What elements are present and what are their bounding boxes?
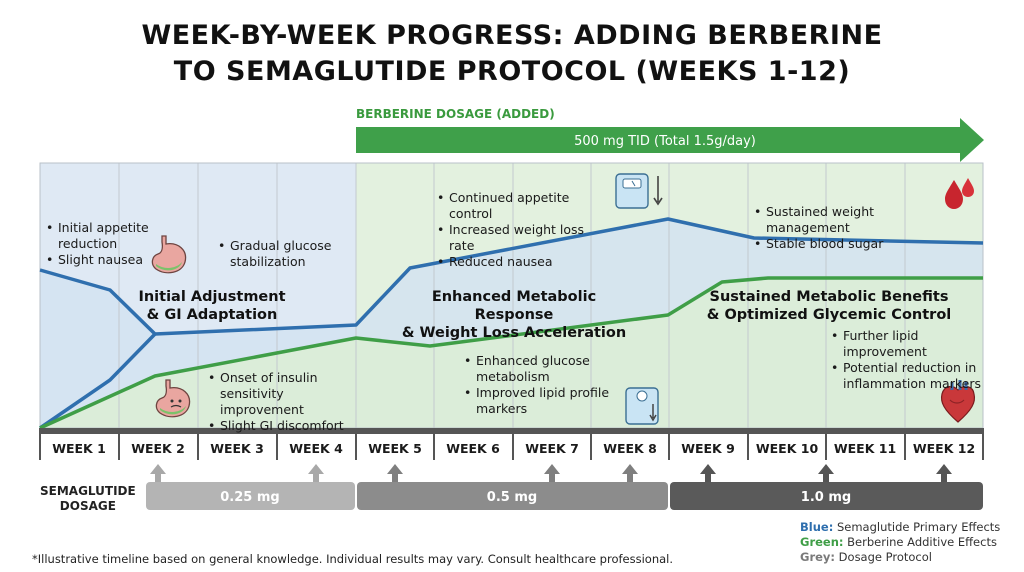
scale-icon xyxy=(615,173,663,209)
note-item: Gradual glucose stabilization xyxy=(218,238,356,270)
note-week11: Further lipid improvement Potential redu… xyxy=(829,328,984,392)
note-item: Increased weight loss rate xyxy=(437,222,611,254)
semaglutide-label-line-2: DOSAGE xyxy=(59,499,116,513)
week-label-7: WEEK 7 xyxy=(525,441,579,456)
semaglutide-onset-line xyxy=(39,332,157,430)
week-label-10: WEEK 10 xyxy=(756,441,819,456)
note-week10: Sustained weight management Stable blood… xyxy=(752,204,952,252)
dose-text-0-25: 0.25 mg xyxy=(220,490,279,505)
week-label-3: WEEK 3 xyxy=(210,441,264,456)
phase-title-2: Enhanced Metabolic Response & Weight Los… xyxy=(392,288,636,342)
note-item: Reduced nausea xyxy=(437,254,611,270)
berberine-dose-text: 500 mg TID (Total 1.5g/day) xyxy=(574,134,756,149)
dose-bar-0-5 xyxy=(357,482,668,510)
legend-green-text: Berberine Additive Effects xyxy=(847,535,997,549)
note-item: Slight nausea xyxy=(46,252,152,268)
week-label-4: WEEK 4 xyxy=(289,441,343,456)
phase-title-2-line-1: Enhanced Metabolic Response xyxy=(431,289,597,323)
semaglutide-effect-line xyxy=(39,217,984,336)
dose-text-1-0: 1.0 mg xyxy=(801,490,851,505)
title-line-1: WEEK-BY-WEEK PROGRESS: ADDING BERBERINE xyxy=(141,20,883,51)
week-label-2: WEEK 2 xyxy=(131,441,185,456)
week-label-8: WEEK 8 xyxy=(603,441,657,456)
legend-grey: Grey: Dosage Protocol xyxy=(800,550,1000,565)
axis-ticks xyxy=(39,428,984,460)
legend-blue: Blue: Semaglutide Primary Effects xyxy=(800,520,1000,535)
note-item: Enhanced glucose metabolism xyxy=(464,353,658,385)
stomach-face-icon xyxy=(155,379,191,418)
blood-drop-icon xyxy=(945,178,974,209)
phase-title-2-line-2: & Weight Loss Acceleration xyxy=(401,325,627,341)
note-item: Further lipid improvement xyxy=(831,328,984,360)
dose-bar-0-25 xyxy=(146,482,355,510)
note-week3-lower: Onset of insulin sensitivity improvement… xyxy=(206,370,356,434)
title-line-2: TO SEMAGLUTIDE PROTOCOL (WEEKS 1-12) xyxy=(173,56,851,87)
legend: Blue: Semaglutide Primary Effects Green:… xyxy=(800,520,1000,565)
berberine-label: BERBERINE DOSAGE (ADDED) xyxy=(356,107,555,121)
note-week7: Enhanced glucose metabolism Improved lip… xyxy=(462,353,658,417)
footnote: *Illustrative timeline based on general … xyxy=(32,552,674,566)
legend-grey-text: Dosage Protocol xyxy=(838,550,932,564)
note-item: Potential reduction in inflammation mark… xyxy=(831,360,984,392)
phase-title-1-line-1: Initial Adjustment xyxy=(138,289,286,305)
dose-text-0-5: 0.5 mg xyxy=(487,490,537,505)
axis-bar xyxy=(40,428,983,434)
note-item: Continued appetite control xyxy=(437,190,611,222)
note-item: Stable blood sugar xyxy=(754,236,952,252)
week-label-9: WEEK 9 xyxy=(681,441,735,456)
legend-blue-key: Blue: xyxy=(800,520,834,534)
legend-blue-text: Semaglutide Primary Effects xyxy=(836,520,1001,534)
phase-title-3-line-2: & Optimized Glycemic Control xyxy=(706,307,952,323)
note-item: Improved lipid profile markers xyxy=(464,385,658,417)
legend-green: Green: Berberine Additive Effects xyxy=(800,535,1000,550)
berberine-dosage-arrow xyxy=(356,118,984,162)
note-item: Slight GI discomfort xyxy=(208,418,356,434)
phase-title-1: Initial Adjustment & GI Adaptation xyxy=(132,288,292,324)
week-label-1: WEEK 1 xyxy=(52,441,106,456)
dose-bar-1-0 xyxy=(670,482,983,510)
note-week3: Gradual glucose stabilization xyxy=(216,238,356,270)
legend-green-key: Green: xyxy=(800,535,844,549)
phase-title-3: Sustained Metabolic Benefits & Optimized… xyxy=(702,288,956,324)
note-item: Onset of insulin sensitivity improvement xyxy=(208,370,356,418)
note-item: Initial appetite reduction xyxy=(46,220,152,252)
semaglutide-dosage-label: SEMAGLUTIDE DOSAGE xyxy=(40,484,136,514)
legend-grey-key: Grey: xyxy=(800,550,836,564)
note-week6: Continued appetite control Increased wei… xyxy=(435,190,611,270)
week-label-5: WEEK 5 xyxy=(368,441,422,456)
semaglutide-label-line-1: SEMAGLUTIDE xyxy=(40,484,136,498)
note-week1: Initial appetite reduction Slight nausea xyxy=(44,220,152,268)
phase-title-1-line-2: & GI Adaptation xyxy=(146,307,278,323)
week-label-11: WEEK 11 xyxy=(834,441,896,456)
stomach-icon xyxy=(151,235,187,274)
note-item: Sustained weight management xyxy=(754,204,952,236)
week-label-12: WEEK 12 xyxy=(913,441,975,456)
dose-step-arrows xyxy=(150,464,952,482)
phase-title-3-line-1: Sustained Metabolic Benefits xyxy=(709,289,949,305)
week-label-6: WEEK 6 xyxy=(446,441,500,456)
berberine-effect-line xyxy=(39,276,983,430)
